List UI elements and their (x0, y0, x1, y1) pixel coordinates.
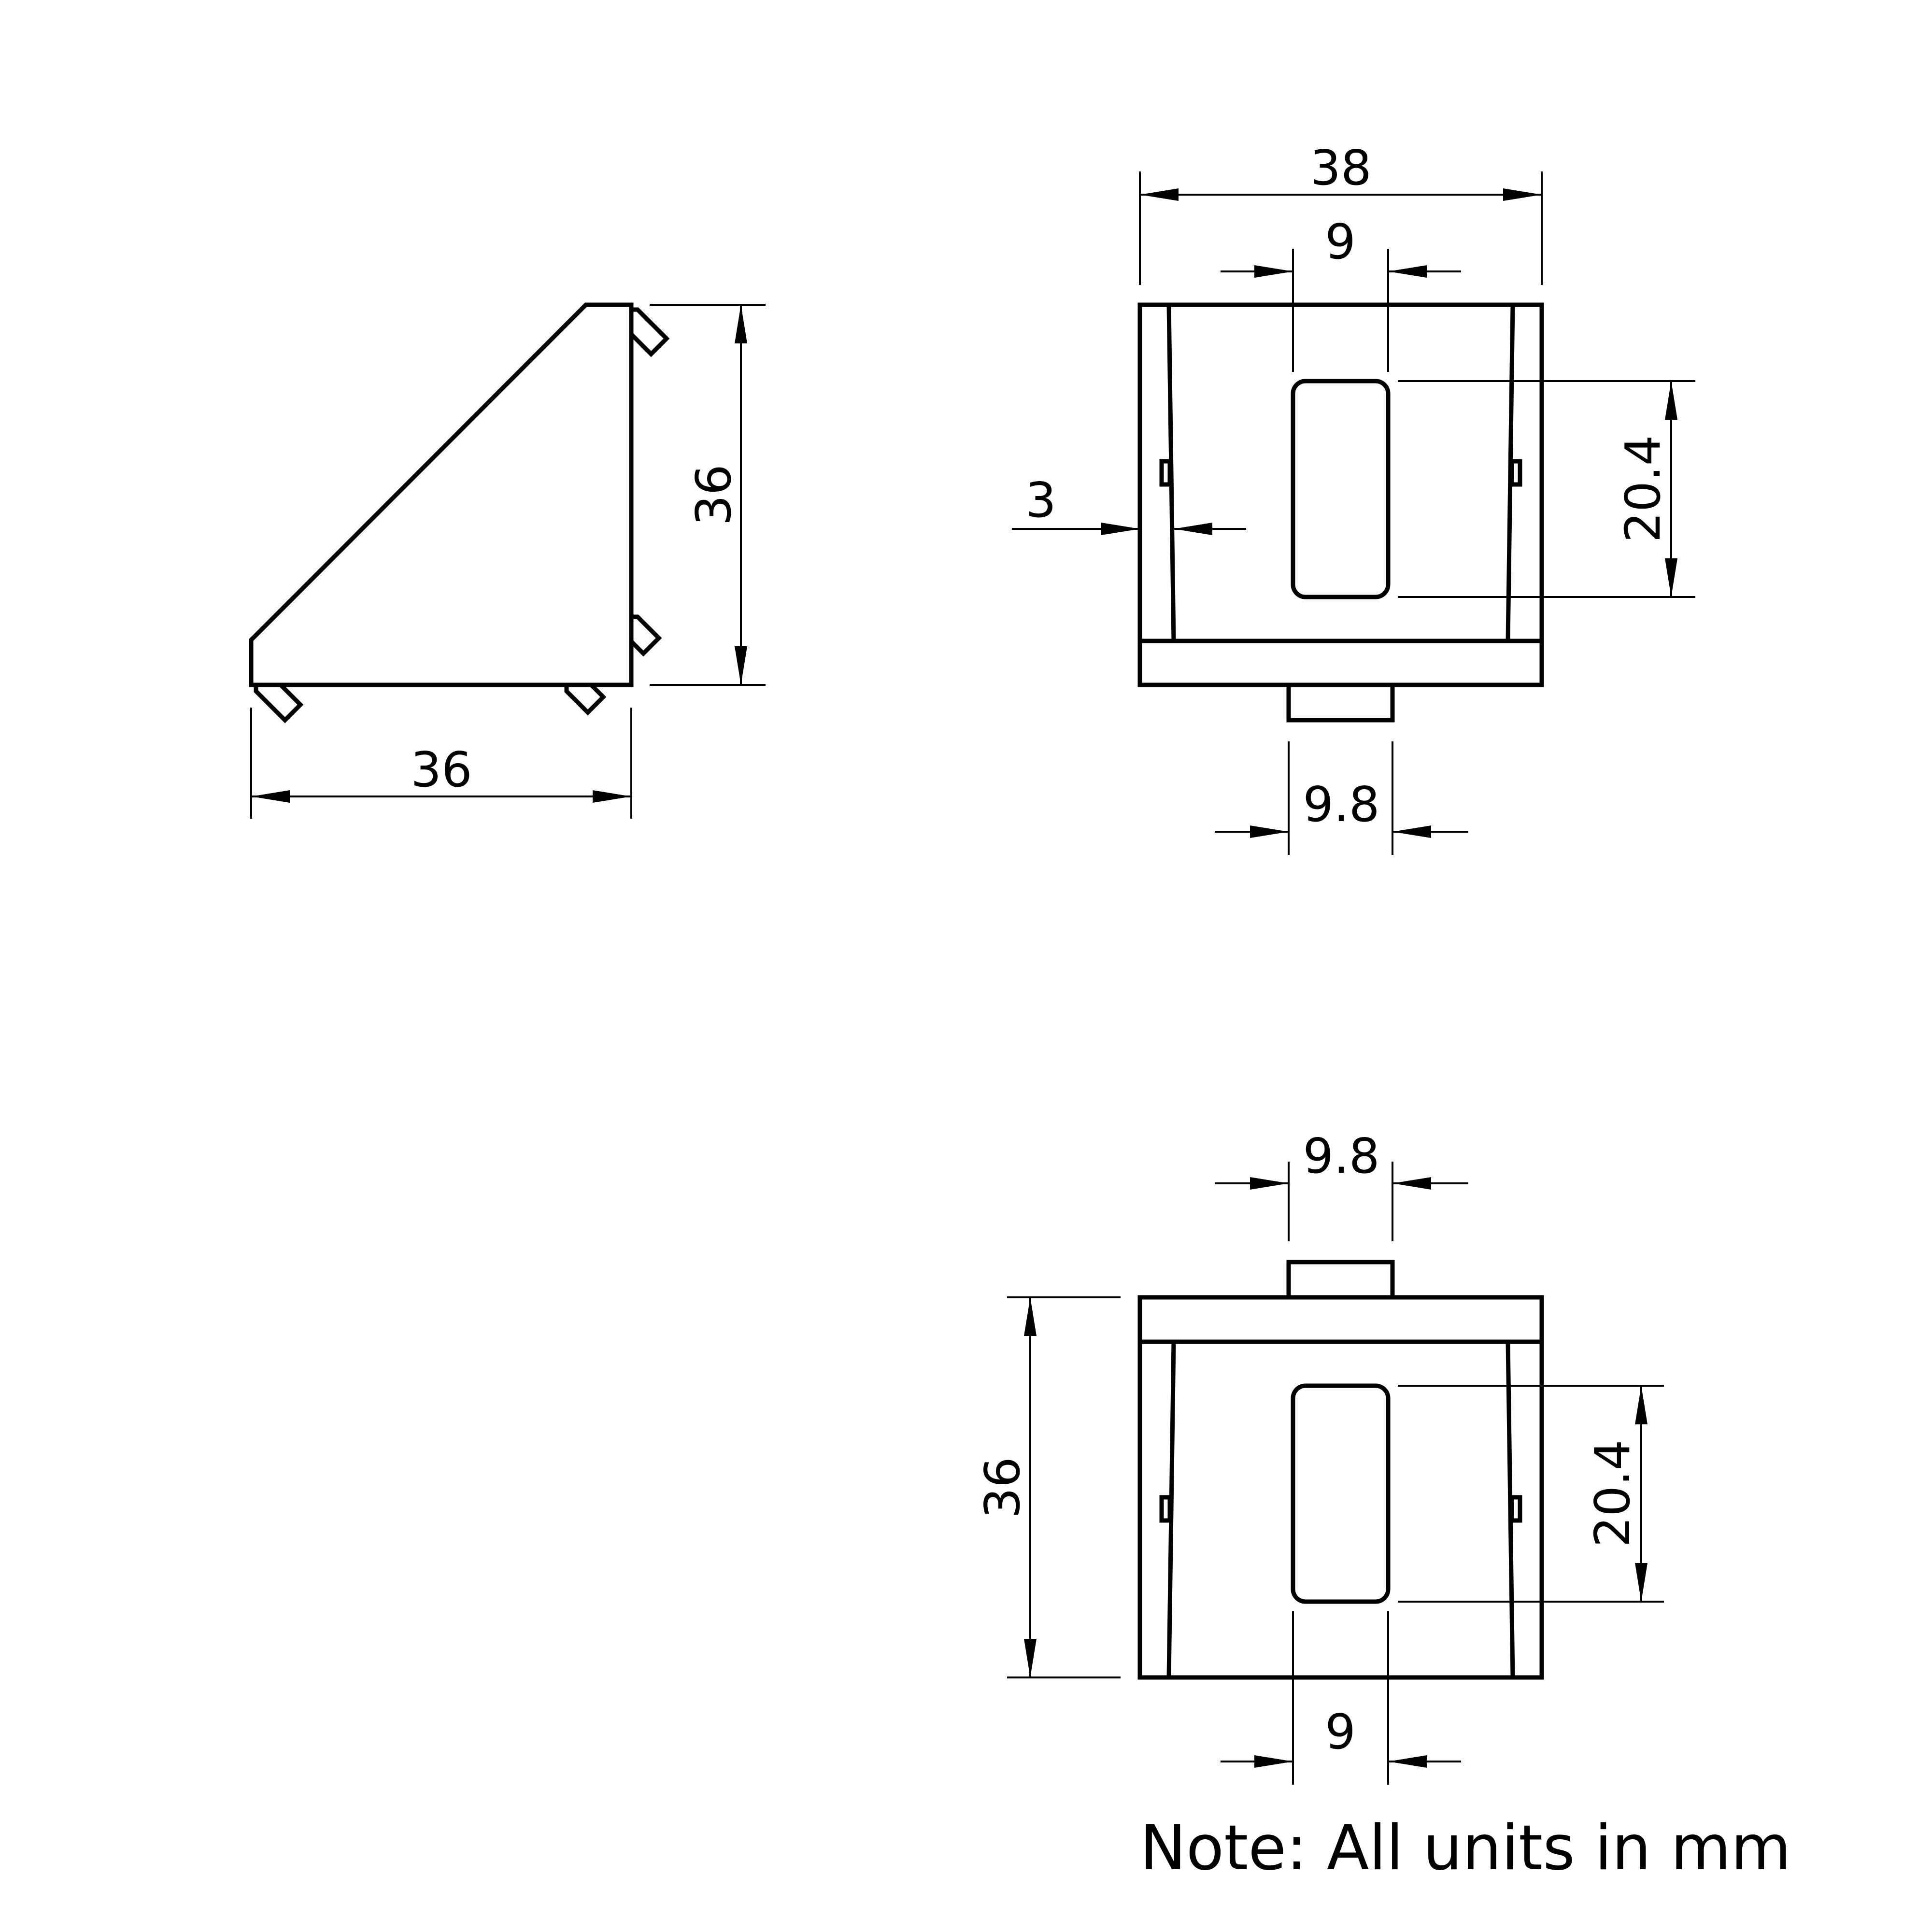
bottom-slot-width-arrow-left (1254, 1755, 1293, 1768)
top-slot-width-arrow-right (1388, 265, 1427, 278)
top-wall-arrow-right (1174, 523, 1212, 535)
top-slot-height-label: 20.4 (1615, 435, 1671, 543)
bottom-tab-arrow-right (1392, 1177, 1431, 1190)
top-slot-height-arrow-top (1665, 381, 1677, 420)
side-height-arrow-top (735, 305, 747, 343)
top-view-right-notch (1509, 459, 1522, 487)
top-slot-width-label: 9 (1325, 213, 1356, 270)
bottom-view-left-notch (1159, 1495, 1172, 1523)
right-bottom-clip (629, 614, 662, 657)
bottom-slot-width-label: 9 (1325, 1704, 1356, 1760)
top-wall-label: 3 (1025, 472, 1056, 528)
top-view-tab (1286, 682, 1395, 723)
top-view: 38 9 20.4 3 9.8 (1012, 140, 1695, 855)
bottom-view-slot (1291, 1383, 1391, 1604)
bottom-slot-height-label: 20.4 (1584, 1440, 1641, 1548)
units-note: Note: All units in mm (1140, 1812, 1791, 1884)
bottom-tab-arrow-left (1250, 1177, 1289, 1190)
bottom-left-clip (254, 683, 304, 724)
bottom-view-body (1137, 1295, 1544, 1680)
side-width-arrow-right (593, 790, 631, 803)
bottom-slot-height-arrow-bottom (1635, 1563, 1648, 1602)
bottom-view-tab (1286, 1260, 1395, 1300)
top-view-body (1137, 302, 1544, 687)
top-width-arrow-left (1140, 188, 1179, 201)
bottom-height-arrow-top (1024, 1297, 1037, 1336)
bottom-height-arrow-bottom (1024, 1639, 1037, 1677)
side-height-label: 36 (685, 464, 742, 526)
bottom-view-right-notch (1509, 1495, 1522, 1523)
top-view-left-notch (1159, 459, 1172, 487)
side-width-label: 36 (411, 741, 472, 798)
bottom-right-clip (564, 683, 607, 716)
top-wall-arrow-left (1101, 523, 1140, 535)
side-height-arrow-bottom (735, 646, 747, 685)
side-view: 36 36 (249, 302, 766, 819)
top-tab-label: 9.8 (1303, 776, 1379, 833)
top-tab-arrow-left (1250, 825, 1289, 838)
bracket-side-outline (249, 302, 634, 687)
side-width-arrow-left (251, 790, 290, 803)
bottom-height-label: 36 (974, 1457, 1031, 1518)
top-slot-height-arrow-bottom (1665, 558, 1677, 597)
bottom-slot-height-arrow-top (1635, 1386, 1648, 1424)
top-tab-arrow-right (1392, 825, 1431, 838)
top-width-label: 38 (1310, 140, 1371, 196)
top-slot-width-arrow-left (1254, 265, 1293, 278)
bottom-slot-width-arrow-right (1388, 1755, 1427, 1768)
top-width-arrow-right (1503, 188, 1542, 201)
right-top-clip (629, 307, 670, 357)
top-view-slot (1291, 379, 1391, 599)
bottom-tab-label: 9.8 (1303, 1128, 1379, 1184)
bottom-view: 9.8 36 20.4 9 (974, 1128, 1664, 1785)
